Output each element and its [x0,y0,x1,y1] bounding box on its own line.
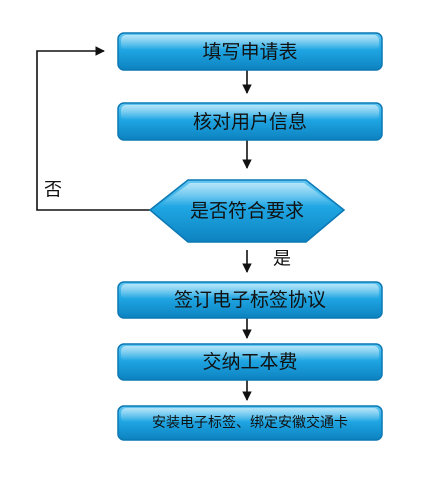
step-sign-agreement-label: 签订电子标签协议 [174,289,326,311]
decision-label: 是否符合要求 [190,200,304,222]
step-pay-fee-label: 交纳工本费 [202,351,297,373]
decision-gloss [158,183,336,206]
step-verify-info: 核对用户信息 [117,102,383,141]
edge-label-no: 否 [44,180,62,201]
step-fill-form-label: 填写申请表 [202,41,297,63]
step-sign-agreement-gloss [121,284,379,299]
edge-label-yes: 是 [273,249,291,270]
arrow-no-loop [36,46,150,211]
step-verify-info-gloss [121,105,379,120]
step-install-label: 安装电子标签、绑定安徽交通卡 [152,414,348,431]
step-install-gloss [121,408,379,422]
decision-node: 是否符合要求 [148,179,346,243]
step-pay-fee-gloss [121,346,379,361]
step-pay-fee: 交纳工本费 [117,343,383,381]
step-verify-info-label: 核对用户信息 [193,111,307,133]
connectors [36,46,252,401]
step-fill-form: 填写申请表 [117,32,383,71]
step-sign-agreement: 签订电子标签协议 [117,281,383,319]
step-install: 安装电子标签、绑定安徽交通卡 [117,405,383,441]
step-fill-form-gloss [121,35,379,50]
